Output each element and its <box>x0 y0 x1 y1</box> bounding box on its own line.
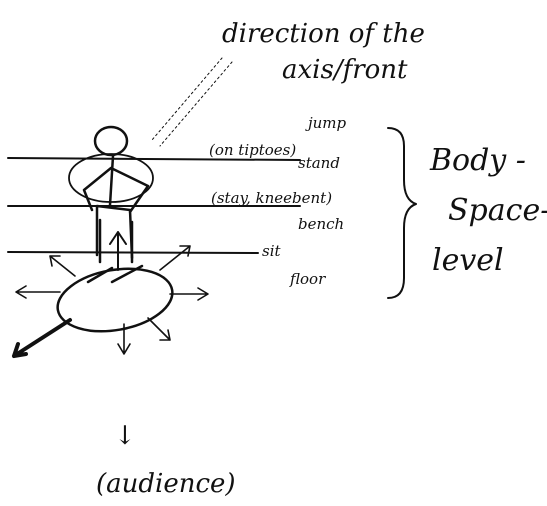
title-pointer-lines <box>151 57 233 147</box>
arrow-left <box>15 285 61 299</box>
floor-ellipse <box>56 267 174 333</box>
figure-body <box>82 154 150 260</box>
stick-figure <box>68 125 154 284</box>
arrow-upper-right <box>159 245 191 271</box>
group-label-line-2: Space- <box>448 193 547 228</box>
audience-arrow: ↓ <box>114 421 136 451</box>
title-line-1: direction of the <box>222 19 425 49</box>
arrow-lower-right <box>147 317 171 341</box>
curly-brace <box>387 127 417 299</box>
label-sit: sit <box>262 242 281 260</box>
floor-directions <box>12 231 209 358</box>
arrow-up <box>109 231 127 271</box>
arrow-upper-left <box>49 255 76 277</box>
figure-legs <box>86 218 144 284</box>
title-line-2: axis/front <box>282 55 408 85</box>
label-floor: floor <box>289 270 326 288</box>
arrow-front-bold <box>12 318 72 358</box>
label-bench: bench <box>298 215 344 233</box>
audience-label: (audience) <box>96 469 236 499</box>
label-on-tiptoes: (on tiptoes) <box>209 141 296 159</box>
figure-head <box>93 125 129 157</box>
arrow-right <box>169 287 209 301</box>
label-stand: stand <box>298 154 340 172</box>
label-stay-kneebent: (stay, kneebent) <box>211 189 332 207</box>
group-label-line-1: Body - <box>429 143 526 178</box>
arrow-down <box>117 323 131 355</box>
group-label-line-3: level <box>432 243 504 278</box>
level-line-stand <box>7 157 301 161</box>
label-jump: jump <box>305 114 347 132</box>
